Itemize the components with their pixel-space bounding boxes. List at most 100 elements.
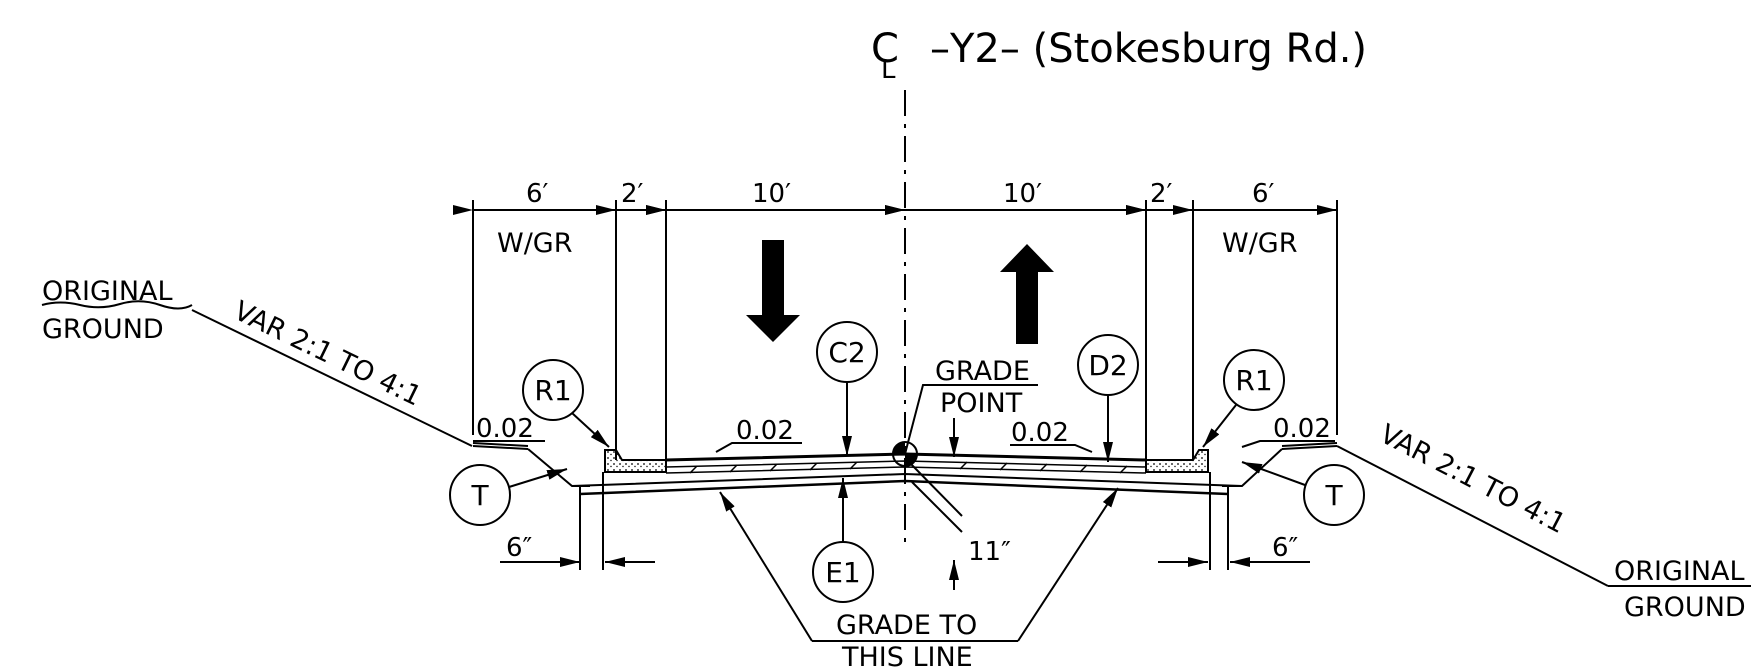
grade-line-label-1: GRADE TO bbox=[836, 610, 977, 641]
hatch bbox=[849, 461, 858, 470]
grade-line-arrow-right bbox=[1017, 487, 1119, 642]
dim-text-right-lane: 10′ bbox=[1003, 179, 1042, 209]
callout-r1-left-leader bbox=[571, 412, 610, 448]
left-guardrail-label: W/GR bbox=[497, 228, 572, 259]
grade-line-arrow-left bbox=[719, 491, 813, 642]
callout-r1-right-leader bbox=[1202, 404, 1237, 448]
left-fill-slope bbox=[191, 309, 473, 447]
right-curb-dim: 6″ bbox=[1158, 533, 1310, 567]
dimension-texts: 6′ 2′ 10′ 10′ 2′ 6′ W/GR W/GR bbox=[497, 179, 1297, 259]
right-ground-label-2: GROUND bbox=[1624, 592, 1746, 623]
grade-line-callout: GRADE TO THIS LINE bbox=[719, 487, 1119, 671]
direction-arrow-up-icon bbox=[1000, 244, 1054, 344]
left-ground-label-1: ORIGINAL bbox=[42, 276, 173, 307]
right-shoulder-wedge bbox=[1222, 448, 1283, 487]
slope-right-lane: 0.02 bbox=[1011, 418, 1069, 448]
callout-e1-text: E1 bbox=[825, 556, 861, 589]
right-ground-label-1: ORIGINAL bbox=[1614, 556, 1745, 587]
callout-t-right: T bbox=[1241, 461, 1365, 526]
callout-t-right-leader bbox=[1241, 461, 1306, 486]
right-shoulder-top-2 bbox=[1281, 442, 1338, 447]
slope-right-shoulder-leader bbox=[1241, 440, 1335, 448]
right-guardrail-label: W/GR bbox=[1222, 228, 1297, 259]
subgrade-line bbox=[579, 479, 1229, 496]
hatch bbox=[959, 461, 968, 470]
callout-t-left-circle bbox=[449, 464, 511, 526]
callout-t-left-text: T bbox=[470, 479, 489, 512]
left-ground: ORIGINAL GROUND VAR 2:1 TO 4:1 bbox=[41, 276, 473, 447]
left-curb-gutter bbox=[602, 449, 667, 570]
left-ground-label-2: GROUND bbox=[42, 314, 164, 345]
callout-d2: D2 bbox=[1077, 334, 1139, 462]
dim-text-left-shoulder: 6′ bbox=[526, 179, 549, 209]
slope-left-lane-leader bbox=[715, 442, 802, 453]
callout-d2-text: D2 bbox=[1088, 349, 1127, 382]
grade-point: GRADE POINT bbox=[892, 356, 1038, 467]
callout-t-right-circle bbox=[1303, 464, 1365, 526]
hatch bbox=[999, 462, 1008, 471]
callout-r1-left-circle bbox=[522, 359, 584, 421]
centerline-symbol-sub: L bbox=[881, 55, 896, 85]
dim-text-left-gutter: 2′ bbox=[621, 179, 644, 209]
hatch bbox=[729, 464, 738, 473]
left-curb bbox=[604, 449, 667, 473]
grade-point-label-1: GRADE bbox=[935, 356, 1030, 387]
grade-point-quadrant-1 bbox=[893, 442, 905, 454]
callout-r1-right: R1 bbox=[1202, 349, 1285, 448]
right-curb bbox=[1145, 449, 1209, 473]
slope-labels: 0.02 0.02 0.02 0.02 bbox=[473, 414, 1335, 453]
hatch bbox=[1039, 463, 1048, 472]
dim-text-right-gutter: 2′ bbox=[1150, 179, 1173, 209]
left-curb-dim-text: 6″ bbox=[506, 533, 533, 563]
extension-lines bbox=[472, 200, 1338, 460]
slope-left-shoulder: 0.02 bbox=[476, 414, 534, 444]
pavement-depth-dim: 11″ bbox=[908, 418, 1011, 590]
hatch bbox=[1119, 465, 1128, 474]
right-ground: VAR 2:1 TO 4:1 ORIGINAL GROUND bbox=[1336, 419, 1751, 623]
callout-t-left: T bbox=[449, 464, 568, 526]
centerline-symbol: C bbox=[871, 26, 899, 72]
left-shoulder-top-2 bbox=[472, 442, 529, 447]
depth-leader bbox=[908, 461, 963, 517]
grade-point-label-2: POINT bbox=[940, 388, 1023, 419]
left-ground-underline bbox=[41, 300, 193, 310]
left-curb-dim: 6″ bbox=[500, 533, 655, 567]
callout-t-right-text: T bbox=[1324, 479, 1343, 512]
hatch bbox=[1079, 464, 1088, 473]
callout-r1-right-circle bbox=[1223, 349, 1285, 411]
callout-r1-right-text: R1 bbox=[1235, 364, 1272, 397]
callout-c2: C2 bbox=[816, 321, 878, 456]
grade-line-label-2: THIS LINE bbox=[841, 642, 973, 671]
right-curb-dim-text: 6″ bbox=[1272, 533, 1299, 563]
slope-right-lane-leader bbox=[1010, 444, 1093, 453]
left-shoulder-top bbox=[472, 445, 529, 450]
title-block: C L –Y2– (Stokesburg Rd.) bbox=[871, 26, 1367, 85]
road-title: –Y2– (Stokesburg Rd.) bbox=[930, 26, 1367, 72]
slope-left-lane: 0.02 bbox=[736, 416, 794, 446]
hatch bbox=[809, 462, 818, 471]
right-shoulder-top bbox=[1281, 445, 1338, 450]
grade-point-quadrant-2 bbox=[905, 454, 917, 466]
callout-r1-left-text: R1 bbox=[534, 374, 571, 407]
right-curb-gutter bbox=[1145, 449, 1211, 570]
depth-leader-2 bbox=[911, 481, 963, 533]
callout-r1-left: R1 bbox=[522, 359, 610, 448]
direction-arrow-down-icon bbox=[746, 240, 800, 342]
right-fill-slope bbox=[1336, 445, 1609, 587]
callout-c2-text: C2 bbox=[828, 336, 865, 369]
slope-right-shoulder: 0.02 bbox=[1273, 414, 1331, 444]
dim-text-right-shoulder: 6′ bbox=[1252, 179, 1275, 209]
dim-text-left-lane: 10′ bbox=[752, 179, 791, 209]
left-shoulder-wedge bbox=[527, 448, 590, 487]
callout-e1: E1 bbox=[812, 478, 874, 603]
hatch bbox=[689, 465, 698, 474]
hatch bbox=[769, 463, 778, 472]
subgrade-top bbox=[571, 472, 1243, 487]
callout-t-left-leader bbox=[508, 468, 568, 488]
pavement-hatch bbox=[689, 461, 1128, 474]
right-fill-slope-label: VAR 2:1 TO 4:1 bbox=[1375, 419, 1571, 540]
left-fill-slope-label: VAR 2:1 TO 4:1 bbox=[229, 295, 426, 412]
grade-point-leader bbox=[904, 384, 1038, 455]
